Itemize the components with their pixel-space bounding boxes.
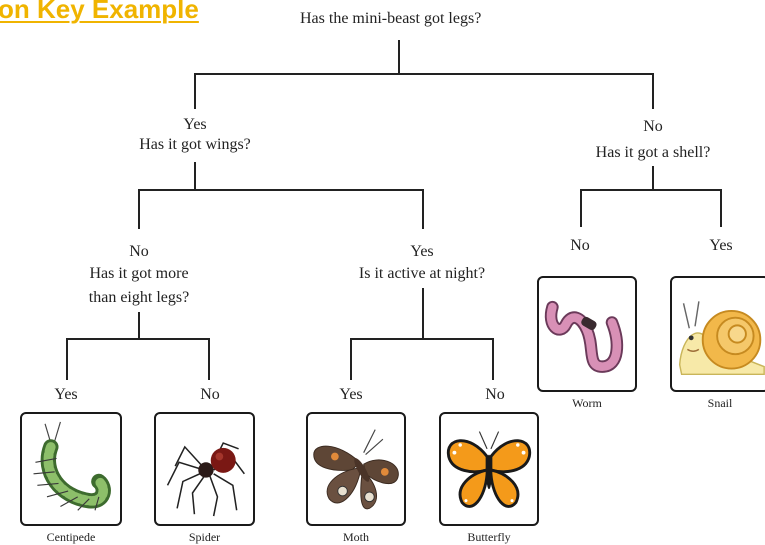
connector: [398, 40, 400, 74]
connector: [138, 189, 140, 229]
spider-caption: Spider: [188, 530, 221, 544]
legs-question-line2: than eight legs?: [88, 289, 190, 306]
centipede-caption: Centipede: [46, 530, 96, 544]
connector: [580, 189, 582, 227]
moth-icon: [313, 429, 399, 510]
connector: [492, 338, 494, 380]
connector: [66, 338, 68, 380]
connector: [422, 288, 424, 338]
no-answer-label: No: [200, 386, 220, 403]
wings-question: Has it got wings?: [139, 136, 251, 153]
snail-card: [670, 276, 765, 392]
connector: [194, 162, 196, 190]
connector: [652, 166, 654, 190]
yes-answer-label: Yes: [54, 386, 78, 403]
worm-icon: [544, 300, 624, 373]
connector: [194, 73, 654, 75]
connector: [208, 338, 210, 380]
no-answer-label: No: [643, 118, 663, 135]
legs-question-line1: Has it got more: [89, 265, 189, 282]
connector: [138, 189, 424, 191]
centipede-card: [20, 412, 122, 526]
connector: [720, 189, 722, 227]
yes-answer-label: Yes: [339, 386, 363, 403]
night-question: Is it active at night?: [358, 265, 486, 282]
yes-answer-label: Yes: [183, 116, 207, 133]
worm-caption: Worm: [572, 396, 602, 410]
connector: [66, 338, 210, 340]
connector: [194, 73, 196, 109]
no-answer-label: No: [129, 243, 149, 260]
connector: [580, 189, 722, 191]
butterfly-caption: Butterfly: [467, 530, 511, 544]
butterfly-icon: [446, 431, 532, 508]
root-question: Has the mini-beast got legs?: [300, 10, 482, 27]
page-heading: on Key Example: [0, 0, 199, 24]
spider-card: [154, 412, 255, 526]
yes-answer-label: Yes: [709, 237, 733, 254]
worm-card: [537, 276, 637, 392]
connector: [138, 312, 140, 339]
yes-answer-label: Yes: [410, 243, 434, 260]
no-answer-label: No: [570, 237, 590, 254]
connector: [422, 189, 424, 229]
shell-question: Has it got a shell?: [595, 144, 711, 161]
moth-card: [306, 412, 406, 526]
connector: [652, 73, 654, 109]
centipede-icon: [33, 421, 111, 511]
snail-icon: [678, 301, 765, 376]
spider-icon: [166, 442, 245, 517]
no-answer-label: No: [485, 386, 505, 403]
butterfly-card: [439, 412, 539, 526]
connector: [350, 338, 494, 340]
connector: [350, 338, 352, 380]
moth-caption: Moth: [342, 530, 369, 544]
snail-caption: Snail: [707, 396, 733, 410]
